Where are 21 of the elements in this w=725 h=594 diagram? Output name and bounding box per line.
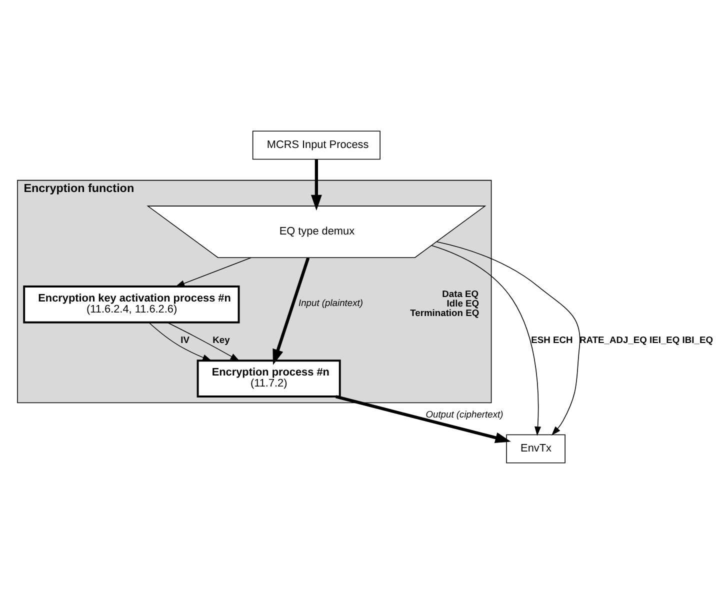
- edge-label: IV: [180, 335, 190, 346]
- arrow: [335, 395, 511, 444]
- arrow: [310, 159, 322, 211]
- edge-label: ESH ECH: [531, 335, 573, 346]
- node-box: EnvTx: [506, 434, 566, 464]
- edge-label: Input (plaintext): [298, 298, 364, 308]
- arrow: [166, 322, 240, 362]
- arrow: [272, 257, 310, 365]
- node-box: MCRS Input Process: [252, 130, 380, 160]
- edge-label: Output (ciphertext): [426, 409, 504, 420]
- arrow: [436, 241, 580, 436]
- edge-label: RATE_ADJ_EQ IEI_EQ IBI_EQ: [580, 335, 714, 346]
- label: Data EQ: [442, 289, 479, 300]
- arrow: [175, 257, 252, 287]
- label: Idle EQ: [446, 298, 480, 308]
- label: Termination EQ: [410, 308, 480, 318]
- edge-label: Key: [212, 335, 230, 346]
- node-box: Encryption process #n (11.7.2): [196, 360, 341, 398]
- node-box: Encryption key activation process #n (11.6.2.4, 11.6.2.6): [23, 285, 240, 324]
- arrow: [431, 245, 542, 436]
- arrow: [148, 322, 212, 362]
